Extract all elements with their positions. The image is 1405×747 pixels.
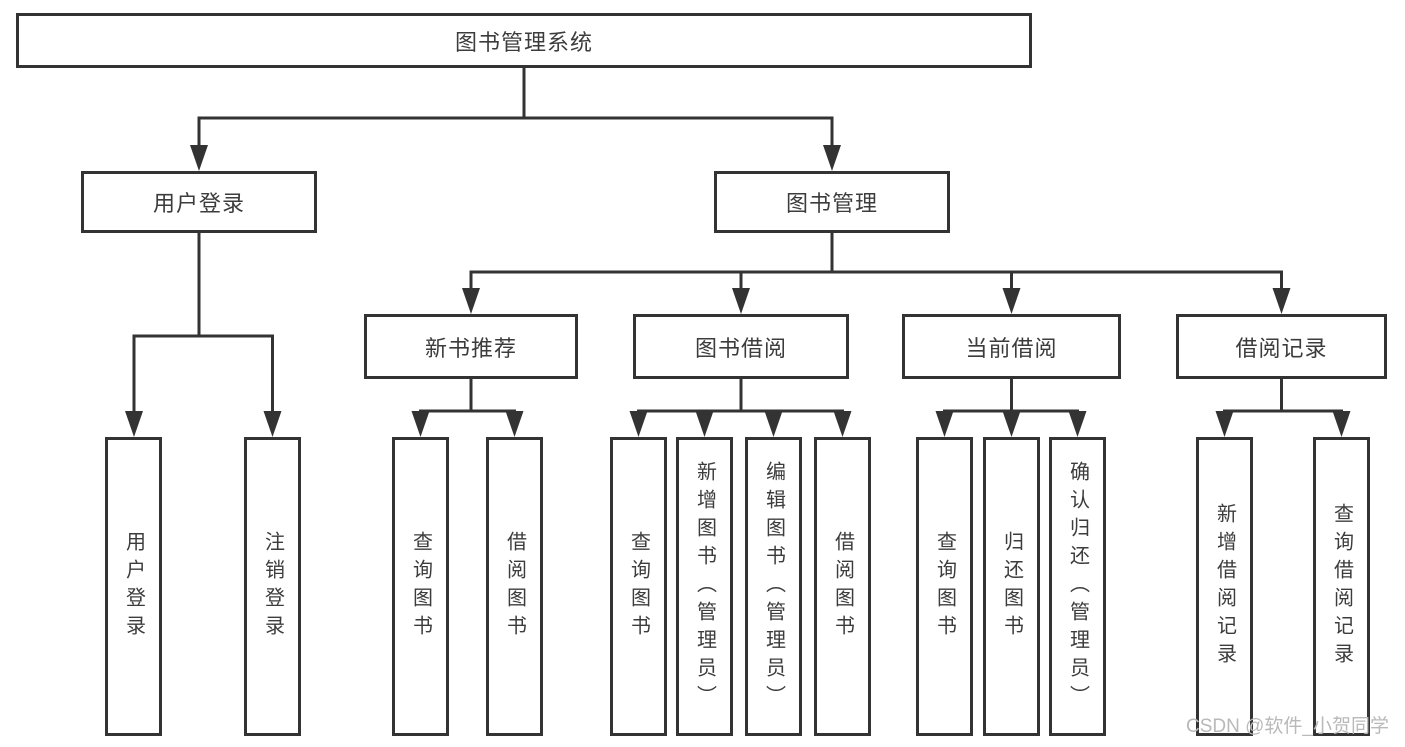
csdn-watermark: CSDN @软件_小贺同学 <box>1186 716 1389 737</box>
leaf-label: 编辑图书（管理员） <box>762 460 785 713</box>
node-book-management: 图书管理 <box>714 171 950 233</box>
leaf-query-books: 查询图书 <box>916 437 973 736</box>
node-current-borrow: 当前借阅 <box>902 314 1121 379</box>
leaf-logout: 注销登录 <box>244 437 301 736</box>
leaf-label: 查询图书 <box>409 530 432 643</box>
leaf-edit-book-admin: 编辑图书（管理员） <box>745 437 802 736</box>
leaf-add-book-admin: 新增图书（管理员） <box>676 437 733 736</box>
leaf-borrow-books: 借阅图书 <box>486 437 543 736</box>
node-borrow-records: 借阅记录 <box>1176 314 1387 379</box>
leaf-return-books: 归还图书 <box>983 437 1040 736</box>
leaf-label: 归还图书 <box>1000 530 1023 643</box>
node-library-management-system: 图书管理系统 <box>16 13 1032 68</box>
leaf-label: 借阅图书 <box>503 530 526 643</box>
leaf-label: 新增图书（管理员） <box>693 460 716 713</box>
leaf-label: 查询借阅记录 <box>1330 502 1353 671</box>
leaf-confirm-return-admin: 确认归还（管理员） <box>1049 437 1106 736</box>
leaf-borrow-books: 借阅图书 <box>814 437 871 736</box>
node-user-login: 用户登录 <box>81 171 317 233</box>
leaf-label: 查询图书 <box>627 530 650 643</box>
leaf-label: 用户登录 <box>122 530 145 643</box>
leaf-user-login: 用户登录 <box>105 437 162 736</box>
leaf-label: 新增借阅记录 <box>1213 502 1236 671</box>
leaf-query-borrow-record: 查询借阅记录 <box>1313 437 1370 736</box>
leaf-label: 借阅图书 <box>831 530 854 643</box>
leaf-label: 确认归还（管理员） <box>1066 460 1089 713</box>
node-book-borrow: 图书借阅 <box>633 314 849 379</box>
leaf-add-borrow-record: 新增借阅记录 <box>1196 437 1253 736</box>
leaf-label: 查询图书 <box>933 530 956 643</box>
leaf-label: 注销登录 <box>261 530 284 643</box>
node-new-book-recommend: 新书推荐 <box>364 314 578 379</box>
leaf-query-books: 查询图书 <box>392 437 449 736</box>
leaf-query-books: 查询图书 <box>610 437 667 736</box>
